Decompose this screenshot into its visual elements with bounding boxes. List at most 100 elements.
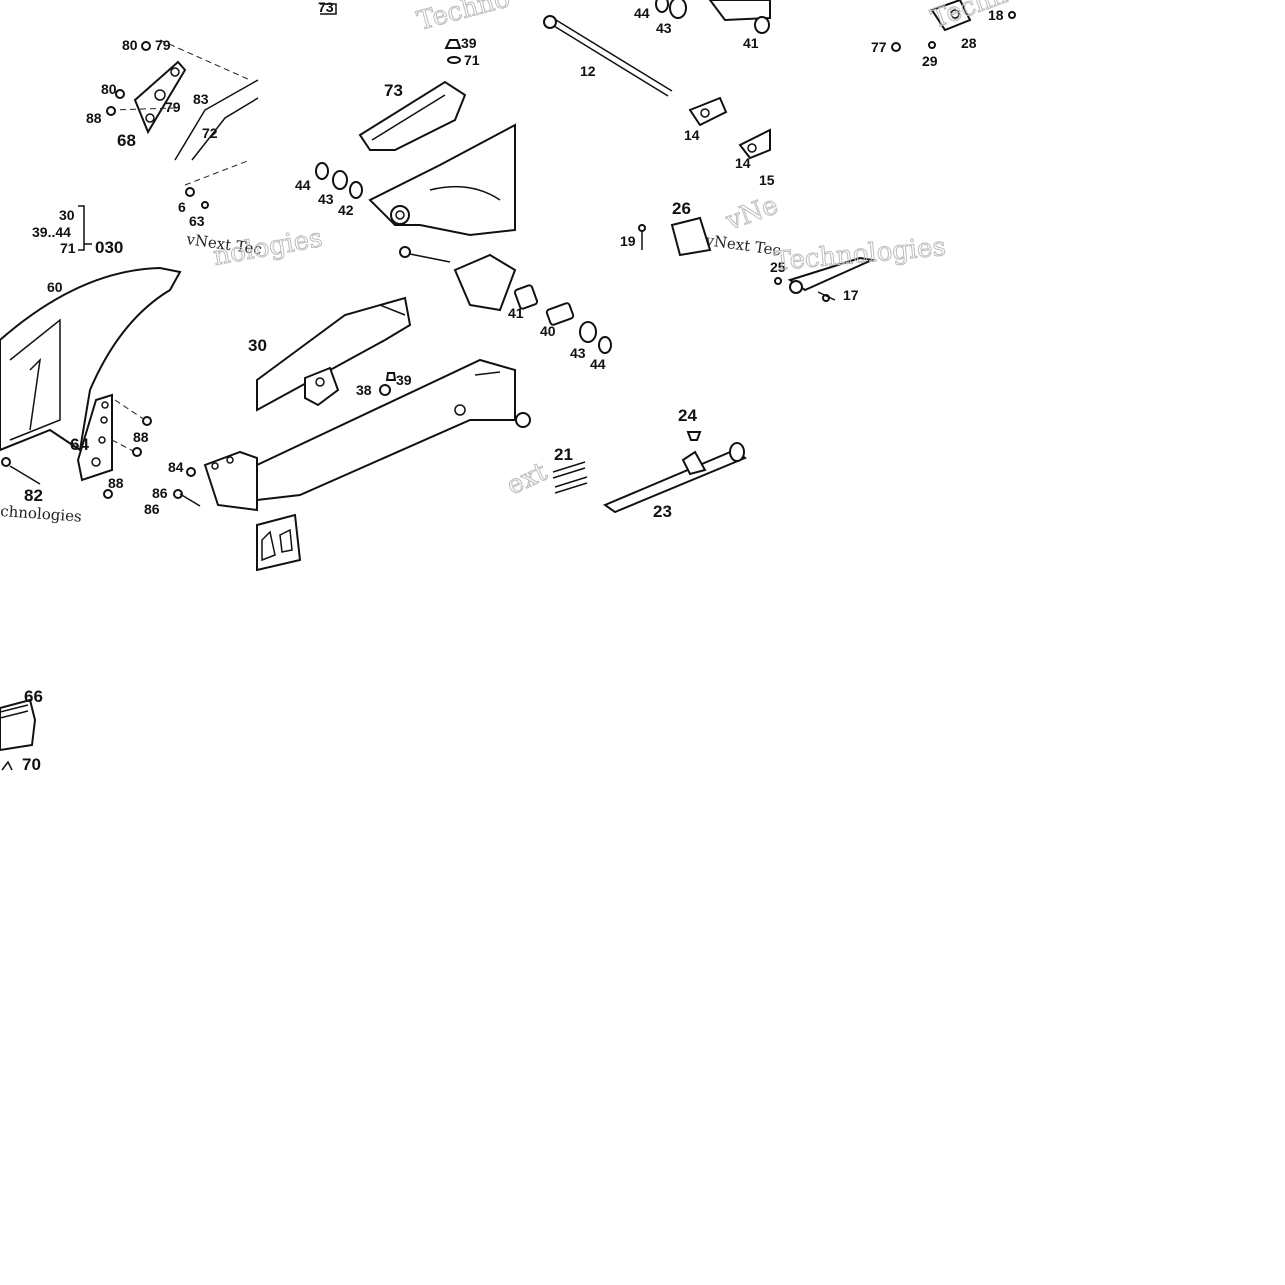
label-part: 73: [384, 81, 403, 100]
label-part: 72: [202, 125, 218, 141]
label-part: 030: [95, 238, 123, 257]
label-part: 88: [86, 110, 102, 126]
label-part: 39: [461, 35, 477, 51]
assembly-line: [109, 107, 176, 111]
bushing-41: [754, 16, 770, 34]
assembly-line: [159, 39, 251, 81]
bracket-73: [320, 3, 337, 15]
bolt-shaft: [409, 253, 451, 263]
swingarm-curve: [429, 185, 501, 201]
axle-hole: [454, 404, 466, 416]
label-part: 86: [152, 485, 168, 501]
label-part: 15: [759, 172, 775, 188]
bolt-88: [106, 106, 116, 116]
label-part: 60: [47, 279, 63, 295]
label-part: 25: [770, 259, 786, 275]
label-part: 12: [580, 63, 596, 79]
spring-21: [552, 461, 588, 494]
label-part: 21: [554, 445, 573, 464]
bearing-43: [332, 170, 348, 190]
chain-guard-slot: [29, 357, 42, 431]
label-part: 66: [24, 687, 43, 706]
tile-swingarm-upper: [256, 3, 539, 572]
bracket-hole: [950, 9, 960, 19]
chain-guard-inner: [9, 318, 61, 441]
watermark-text: ext: [502, 457, 552, 502]
label-part: 80: [122, 37, 138, 53]
watermark-text: chnologies: [0, 502, 82, 526]
label-part: 14: [735, 155, 751, 171]
watermark-text: Techno: [414, 0, 513, 37]
slider-hole: [226, 456, 234, 464]
label-part: 42: [338, 202, 354, 218]
label-part: 86: [144, 501, 160, 517]
nut-77: [891, 42, 901, 52]
bolt-39: [444, 39, 462, 49]
bracket-plate-68: [133, 60, 187, 135]
nut-25: [774, 277, 782, 285]
label-part: 26: [672, 199, 691, 218]
label-part: 39..44: [32, 224, 71, 240]
label-part: 30: [248, 336, 267, 355]
label-part: 73: [318, 0, 334, 15]
stand-23: [602, 448, 747, 514]
label-part: 82: [24, 486, 43, 505]
part-number-labels: 80 79 80 79 83 88 72 68 6 63 30 39..44 7…: [22, 0, 1004, 774]
bearing-43: [579, 321, 597, 343]
bolt-88: [142, 416, 152, 426]
bolt-39: [385, 372, 397, 381]
assembly-line: [184, 159, 251, 186]
bolt-88: [132, 447, 142, 457]
chain-slider: [203, 450, 258, 512]
frame-edge: [174, 79, 259, 161]
label-part: 68: [117, 131, 136, 150]
seal-44: [315, 162, 329, 180]
bracket-26: [670, 216, 712, 257]
bolt-84: [186, 467, 196, 477]
watermarks: Techno vNext Tec nologies vNext Tec vNe …: [0, 0, 1027, 526]
tile-shock-mount: [774, 0, 1016, 302]
spacer-40: [545, 302, 575, 326]
plate-hole: [91, 457, 101, 467]
label-part: 28: [961, 35, 977, 51]
label-part: 84: [168, 459, 184, 475]
plate-cutout: [261, 530, 276, 562]
chain-adjuster-14: [738, 128, 771, 160]
tile-footrest: [0, 698, 37, 771]
plate-hole: [98, 436, 106, 444]
label-part: 23: [653, 502, 672, 521]
bolt-86: [173, 489, 183, 499]
bolt-shaft: [817, 291, 836, 301]
bolt-hole: [170, 67, 180, 77]
seal-42: [349, 181, 363, 199]
adjuster-hole: [700, 108, 710, 118]
bolt-hole: [145, 113, 155, 123]
label-part: 43: [570, 345, 586, 361]
label-part: 88: [133, 429, 149, 445]
label-part: 79: [155, 37, 171, 53]
bushing-41: [513, 284, 539, 310]
bolt-18: [1008, 11, 1016, 19]
label-part: 70: [22, 755, 41, 774]
axle-12-edge: [555, 19, 673, 92]
washer-29: [928, 41, 936, 49]
label-part: 30: [59, 207, 75, 223]
label-part: 41: [743, 35, 759, 51]
chain-adjuster-14: [688, 96, 728, 127]
label-part: 17: [843, 287, 859, 303]
seal-44: [655, 0, 669, 13]
label-part: 43: [656, 20, 672, 36]
pivot-bushing: [390, 205, 410, 225]
shock-eye: [789, 280, 803, 294]
plate-64: [76, 393, 113, 482]
slider-hole: [211, 462, 219, 470]
tile-swingarm-bracket: [0, 39, 259, 512]
plate-hole: [100, 416, 108, 424]
axle-12: [553, 25, 669, 97]
cap-71: [447, 56, 461, 64]
footrest-ridge: [0, 704, 29, 719]
stand-bracket: [681, 450, 707, 476]
label-part: 71: [464, 52, 480, 68]
assembly-line: [114, 399, 146, 421]
